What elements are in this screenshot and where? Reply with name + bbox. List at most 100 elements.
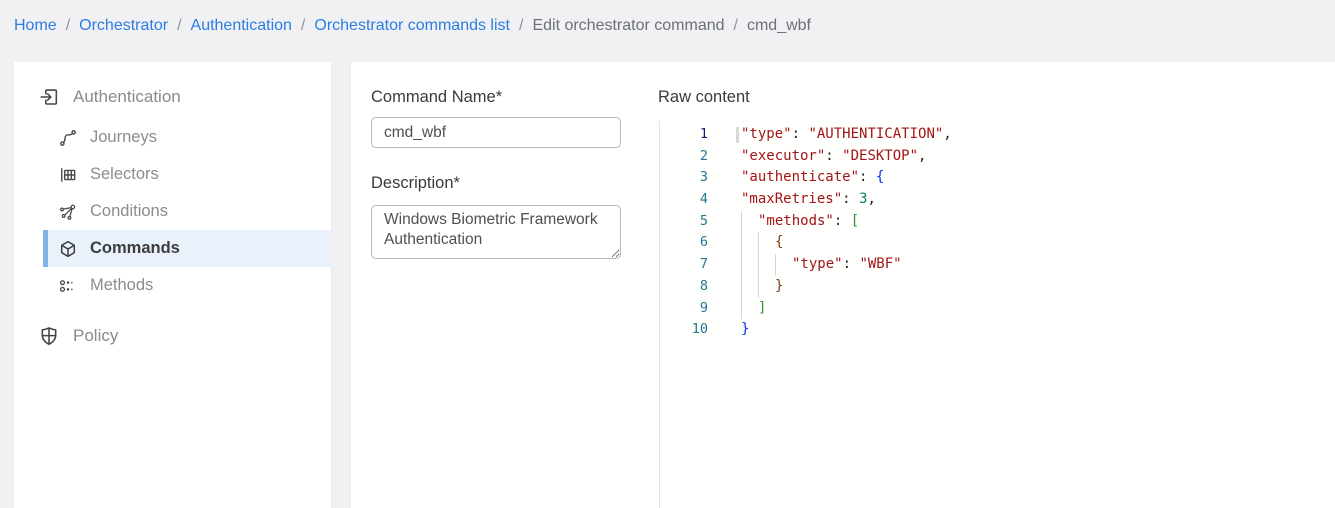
line-number: 3 — [699, 169, 708, 186]
code-token: 3 — [859, 191, 868, 208]
breadcrumb-commands-list[interactable]: Orchestrator commands list — [314, 17, 510, 34]
sidebar-item-selectors[interactable]: Selectors — [43, 156, 331, 193]
code-line: 7 "type": "WBF" — [660, 254, 1335, 276]
command-name-input[interactable] — [371, 117, 621, 148]
indent-guide — [775, 254, 792, 276]
code-token: "maxRetries" — [741, 191, 843, 208]
line-number: 10 — [691, 321, 708, 338]
sidebar-item-policy[interactable]: Policy — [14, 317, 331, 354]
code-line: 2 "executor": "DESKTOP", — [660, 146, 1335, 168]
breadcrumb-authentication[interactable]: Authentication — [190, 17, 292, 34]
code-token: "authenticate" — [741, 169, 860, 186]
breadcrumb-separator: / — [518, 17, 524, 34]
sidebar-item-label: Conditions — [90, 202, 168, 220]
code-token: "methods" — [758, 212, 834, 229]
policy-icon — [38, 325, 60, 347]
code-token: "AUTHENTICATION" — [808, 126, 944, 142]
indent-guide — [741, 297, 758, 320]
breadcrumb-separator: / — [733, 17, 738, 34]
line-number: 6 — [699, 234, 708, 251]
description-textarea[interactable] — [371, 205, 621, 259]
code-line: 9] — [660, 297, 1335, 320]
breadcrumb-orchestrator[interactable]: Orchestrator — [79, 17, 169, 34]
code-line: 8} — [660, 275, 1335, 298]
code-line: 3 "authenticate": { — [660, 167, 1335, 189]
line-number: 2 — [699, 147, 708, 164]
code-token: "DESKTOP" — [842, 147, 919, 164]
indent-guide — [758, 232, 775, 255]
raw-content-label: Raw content — [658, 88, 750, 106]
code-token: } — [741, 321, 750, 338]
code-token: , — [867, 191, 876, 208]
code-lines: 1 "type": "AUTHENTICATION", 2 "executor": "… — [660, 124, 1335, 341]
code-line: 10} — [660, 319, 1335, 341]
code-token: { — [775, 234, 784, 251]
raw-content-section: Raw content 1 "type": "AUTHENTICATION", 2 "… — [658, 62, 1335, 508]
sidebar-items: Journeys Selectors Condi — [43, 119, 331, 304]
sidebar-item-label: Journeys — [90, 128, 157, 146]
main-panel: Command Name* Description* Raw content 1… — [351, 62, 1335, 508]
line-number: 7 — [699, 256, 708, 273]
code-token: : — [859, 169, 876, 186]
breadcrumb-home[interactable]: Home — [14, 17, 57, 34]
code-token: } — [775, 277, 784, 294]
code-token: : — [842, 191, 860, 208]
code-token: { — [875, 169, 885, 186]
sidebar-header-authentication[interactable]: Authentication — [14, 62, 331, 108]
line-number: 8 — [699, 277, 708, 294]
code-token: "WBF" — [859, 256, 902, 273]
line-number: 1 — [699, 126, 708, 142]
code-token: : — [791, 126, 809, 142]
code-line: 4 "maxRetries": 3, — [660, 189, 1335, 211]
text-cursor — [736, 127, 739, 143]
breadcrumb-command-name: cmd_wbf — [746, 17, 811, 34]
selectors-icon — [58, 165, 78, 185]
code-line: 1 "type": "AUTHENTICATION", — [660, 124, 1335, 146]
indent-guide — [758, 254, 775, 276]
sidebar-item-label: Policy — [73, 325, 119, 345]
raw-content-editor[interactable]: 1 "type": "AUTHENTICATION", 2 "executor": "… — [659, 121, 1335, 508]
indent-guide — [741, 232, 758, 255]
code-line: 6{ — [660, 232, 1335, 255]
code-token: , — [943, 126, 952, 142]
code-token: : — [842, 256, 860, 273]
description-label: Description* — [371, 174, 460, 192]
indent-guide — [741, 275, 758, 298]
sidebar-item-methods[interactable]: Methods — [43, 267, 331, 304]
code-token: ] — [758, 299, 767, 316]
breadcrumb-separator: / — [177, 17, 182, 34]
sidebar-item-label: Commands — [90, 239, 180, 257]
code-token: , — [918, 147, 927, 164]
code-line: 5 "methods": [ — [660, 210, 1335, 233]
sidebar-item-label: Methods — [90, 276, 154, 294]
indent-guide — [741, 210, 758, 233]
indent-guide — [758, 275, 775, 298]
line-number: 9 — [699, 299, 708, 316]
breadcrumb-edit-command: Edit orchestrator command — [532, 17, 725, 34]
line-number: 4 — [699, 191, 708, 208]
code-token: [ — [850, 212, 860, 229]
journeys-icon — [58, 128, 78, 148]
sidebar-item-label: Selectors — [90, 165, 159, 183]
sidebar-item-journeys[interactable]: Journeys — [43, 119, 331, 156]
command-name-label: Command Name* — [371, 88, 503, 106]
conditions-icon — [58, 202, 78, 222]
sidebar-header-label: Authentication — [73, 87, 181, 106]
breadcrumb: Home / Orchestrator / Authentication / O… — [14, 17, 811, 35]
code-token: : — [833, 212, 851, 229]
breadcrumb-separator: / — [65, 17, 71, 34]
line-number: 5 — [699, 212, 708, 229]
methods-icon — [58, 276, 78, 296]
commands-icon — [58, 239, 78, 259]
code-token: "type" — [741, 126, 792, 142]
sidebar: Authentication Journeys — [14, 62, 331, 508]
indent-guide — [741, 254, 758, 276]
sidebar-item-commands[interactable]: Commands — [43, 230, 331, 267]
sidebar-item-conditions[interactable]: Conditions — [43, 193, 331, 230]
code-token: : — [825, 147, 843, 164]
breadcrumb-separator: / — [300, 17, 306, 34]
code-token: "type" — [792, 256, 843, 273]
code-token: "executor" — [741, 147, 826, 164]
login-icon — [38, 86, 60, 108]
